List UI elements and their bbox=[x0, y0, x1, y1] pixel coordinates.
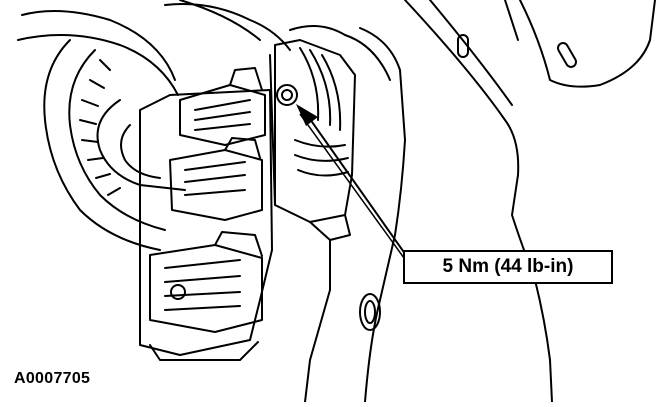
wiring-harness bbox=[17, 0, 391, 251]
bolt bbox=[276, 84, 298, 106]
panel-slots bbox=[359, 34, 577, 331]
bracket-wires bbox=[294, 47, 349, 177]
body-panel bbox=[359, 0, 656, 403]
figure-id: A0007705 bbox=[14, 370, 91, 387]
connector-middle bbox=[169, 137, 263, 221]
connector-upper bbox=[179, 67, 266, 146]
torque-callout: 5 Nm (44 lb-in) bbox=[403, 250, 613, 284]
mounting-bracket bbox=[139, 39, 356, 403]
connector-lower bbox=[149, 231, 263, 333]
leader-arrow bbox=[296, 104, 409, 259]
